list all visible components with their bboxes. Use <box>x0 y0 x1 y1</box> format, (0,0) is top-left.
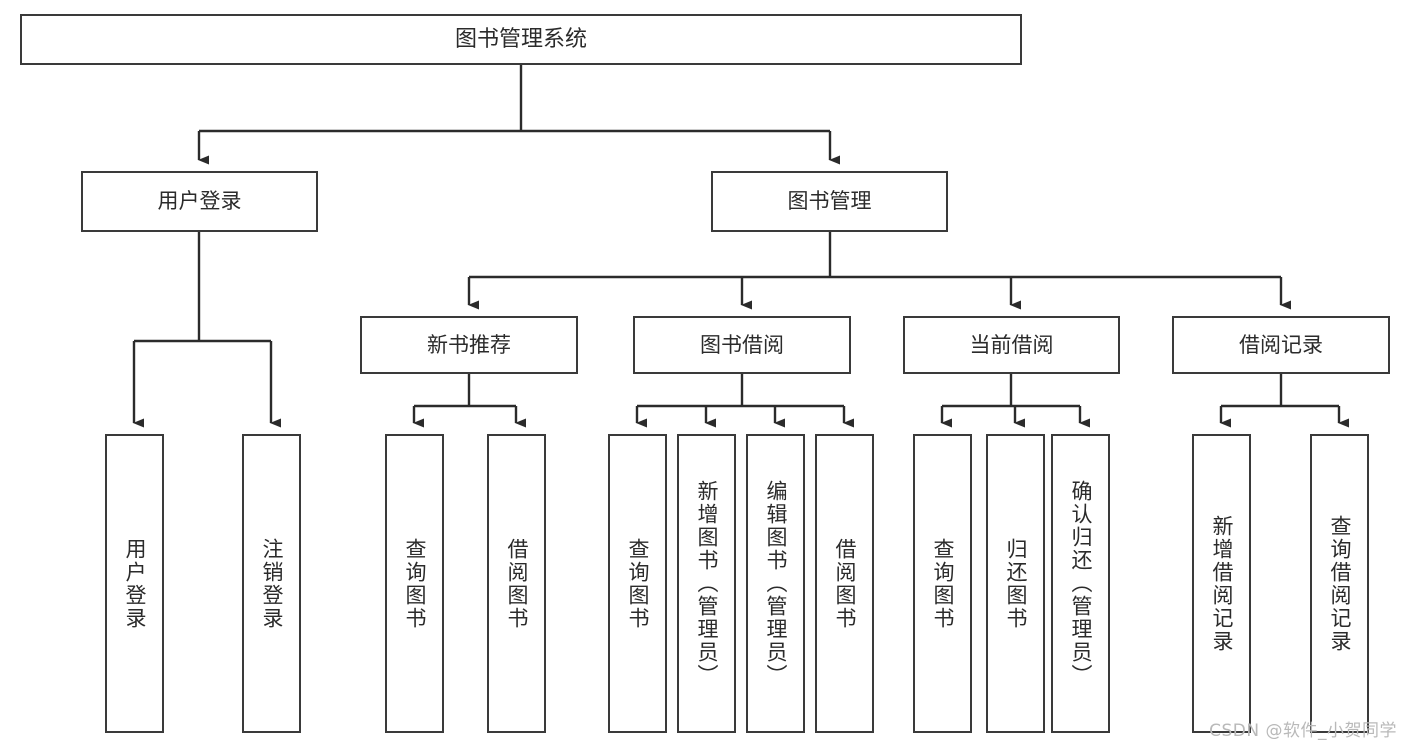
node-label: 用户登录 <box>157 189 242 214</box>
node-label: 新增借阅记录 <box>1210 514 1234 653</box>
node-label: 图书借阅 <box>700 332 784 357</box>
node-label: 借阅图书 <box>833 537 857 630</box>
node-leaf-query-borrow-record[interactable]: 查询借阅记录 <box>1310 434 1369 733</box>
node-label: 查询图书 <box>931 537 955 630</box>
node-leaf-edit-book-admin[interactable]: 编辑图书（管理员） <box>746 434 805 733</box>
node-current-borrow[interactable]: 当前借阅 <box>903 316 1120 374</box>
node-leaf-query-book-recommend[interactable]: 查询图书 <box>385 434 444 733</box>
node-label: 当前借阅 <box>969 332 1054 357</box>
node-label: 图书管理系统 <box>454 26 587 52</box>
node-label: 查询借阅记录 <box>1328 514 1352 653</box>
node-leaf-confirm-return-admin[interactable]: 确认归还（管理员） <box>1051 434 1110 733</box>
node-root[interactable]: 图书管理系统 <box>20 14 1022 65</box>
node-leaf-add-book-admin[interactable]: 新增图书（管理员） <box>677 434 736 733</box>
node-label: 用户登录 <box>123 537 147 630</box>
watermark-text: CSDN @软件_小贺同学 <box>1209 721 1397 741</box>
node-leaf-user-login[interactable]: 用户登录 <box>105 434 164 733</box>
node-leaf-return-book[interactable]: 归还图书 <box>986 434 1045 733</box>
node-leaf-query-book-current[interactable]: 查询图书 <box>913 434 972 733</box>
node-label: 借阅图书 <box>505 537 529 630</box>
node-label: 编辑图书（管理员） <box>764 480 788 687</box>
node-leaf-add-borrow-record[interactable]: 新增借阅记录 <box>1192 434 1251 733</box>
node-leaf-query-book[interactable]: 查询图书 <box>608 434 667 733</box>
node-label: 注销登录 <box>260 537 284 630</box>
node-label: 新增图书（管理员） <box>695 480 719 687</box>
node-leaf-borrow-book[interactable]: 借阅图书 <box>815 434 874 733</box>
node-leaf-borrow-book-recommend[interactable]: 借阅图书 <box>487 434 546 733</box>
node-leaf-logout[interactable]: 注销登录 <box>242 434 301 733</box>
node-borrow-record[interactable]: 借阅记录 <box>1172 316 1390 374</box>
node-label: 借阅记录 <box>1239 332 1323 357</box>
node-label: 查询图书 <box>403 537 427 630</box>
node-label: 查询图书 <box>626 537 650 630</box>
node-user-login[interactable]: 用户登录 <box>81 171 318 232</box>
node-book-borrow[interactable]: 图书借阅 <box>633 316 851 374</box>
node-new-book-recommend[interactable]: 新书推荐 <box>360 316 578 374</box>
node-book-manage[interactable]: 图书管理 <box>711 171 948 232</box>
node-label: 确认归还（管理员） <box>1069 480 1093 687</box>
node-label: 新书推荐 <box>427 332 511 357</box>
node-label: 图书管理 <box>787 189 872 214</box>
node-label: 归还图书 <box>1004 537 1028 630</box>
